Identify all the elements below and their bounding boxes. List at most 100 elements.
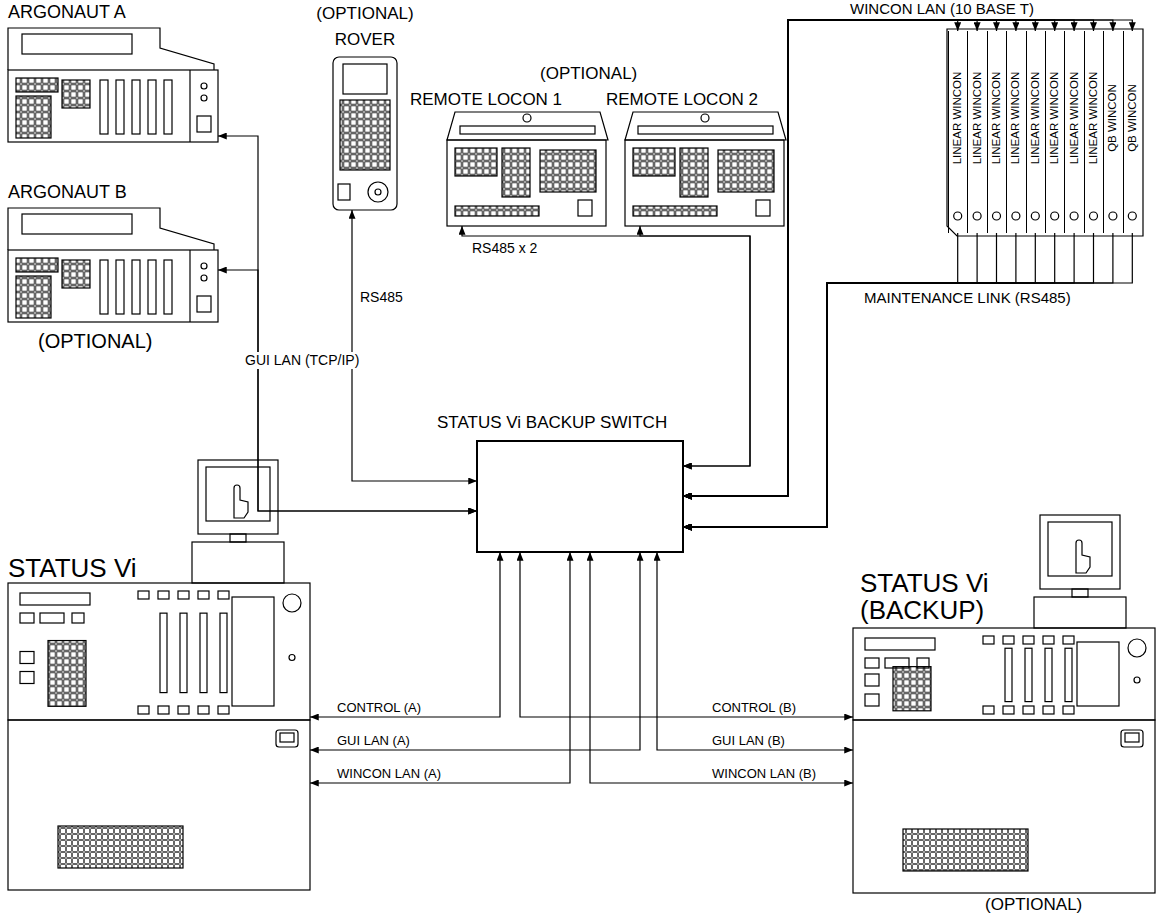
console-node: ARGONAUT B(OPTIONAL) [8, 208, 218, 322]
connector [218, 270, 477, 511]
node-title: LINEAR WINCON [1049, 72, 1062, 165]
card-led [973, 212, 981, 220]
keyboard [58, 826, 183, 868]
monitor-screen [206, 467, 270, 521]
console-button [983, 706, 994, 714]
console-button [198, 706, 209, 714]
node-title: ARGONAUT A [8, 2, 126, 23]
locon-node: REMOTE LOCON 2 [625, 112, 784, 226]
console-fader [220, 613, 227, 692]
console-keypad [48, 641, 86, 707]
console-button [865, 658, 879, 668]
console-fader [1065, 648, 1072, 701]
monitor-screen [1048, 522, 1112, 576]
connector-label: CONTROL (B) [710, 700, 798, 716]
node-title: LINEAR WINCON [1068, 72, 1081, 165]
console-button [1063, 706, 1074, 714]
console-fader [1005, 648, 1012, 701]
console-button [865, 694, 879, 706]
console-trackpad [1077, 642, 1119, 706]
wincon-card: LINEAR WINCON [1064, 31, 1083, 233]
console-fader [1045, 648, 1052, 701]
rover-node: (OPTIONAL) ROVER [333, 57, 397, 210]
monitor-stand [1072, 589, 1088, 597]
card-led [1031, 212, 1039, 220]
connector [683, 233, 997, 527]
argonaut-console [8, 208, 218, 322]
connector-label: CONTROL (A) [335, 700, 423, 716]
console-button [138, 706, 149, 714]
console-node: ARGONAUT A [8, 28, 218, 142]
connector [683, 233, 1074, 527]
connector [218, 136, 477, 511]
console-node: STATUS Vi [8, 583, 310, 890]
node-title: (OPTIONAL) ROVER [315, 1, 415, 53]
node-title: LINEAR WINCON [952, 72, 965, 165]
connector [683, 233, 1094, 527]
hand-icon [234, 485, 248, 518]
console-button [158, 591, 169, 599]
connector [683, 233, 1055, 527]
connector [352, 210, 477, 481]
console-icon [276, 730, 298, 747]
console-button [218, 706, 229, 714]
console-button [20, 613, 34, 623]
monitor [198, 460, 278, 534]
console-fader [200, 613, 207, 692]
connector [683, 233, 1035, 527]
console-knob [283, 594, 301, 612]
console-button [158, 706, 169, 714]
connector-label: RS485 x 2 [470, 240, 539, 257]
connector-label: WINCON LAN (A) [335, 766, 443, 782]
wincon-card: LINEAR WINCON [1026, 31, 1045, 233]
card-led [1012, 212, 1020, 220]
connector-label: GUI LAN (TCP/IP) [243, 352, 361, 369]
console-button [1043, 706, 1054, 714]
console-button [178, 591, 189, 599]
node-title: LINEAR WINCON [1029, 72, 1042, 165]
connector-label: RS485 [358, 289, 405, 306]
console-button [198, 591, 209, 599]
note-label: (OPTIONAL) [540, 64, 637, 84]
console-button [20, 672, 34, 684]
console-upper [8, 583, 310, 720]
hand-icon [1076, 540, 1090, 573]
connector [590, 552, 853, 783]
console-fader [1025, 648, 1032, 701]
node-title: LINEAR WINCON [990, 72, 1003, 165]
monitor [1040, 515, 1120, 589]
node-title: LINEAR WINCON [1010, 72, 1023, 165]
card-led [993, 212, 1001, 220]
wincon-card: QB WINCON [1123, 31, 1142, 233]
console-button [20, 652, 34, 664]
node-title: REMOTE LOCON 1 [410, 90, 562, 110]
console-fader [180, 613, 187, 692]
console-button [40, 613, 64, 623]
wincon-card: LINEAR WINCON [1045, 31, 1064, 233]
console-icon [1121, 730, 1143, 747]
card-led [954, 212, 962, 220]
connector-label: WINCON LAN (B) [710, 766, 818, 782]
locon-console [625, 112, 786, 226]
monitor-base [192, 542, 284, 583]
locon-console [447, 112, 608, 226]
console-lower [853, 720, 1155, 893]
connector [657, 552, 853, 750]
node-title: LINEAR WINCON [971, 72, 984, 165]
card-led [1070, 212, 1078, 220]
console-display [20, 593, 90, 605]
argonaut-console [8, 28, 218, 142]
connector [310, 552, 500, 717]
console-button [1023, 706, 1034, 714]
console-button [72, 613, 84, 623]
node-title: QB WINCON [1126, 84, 1139, 152]
switch-node: STATUS Vi BACKUP SWITCH [477, 441, 683, 552]
node-title: STATUS Vi [8, 554, 137, 584]
card-led [1128, 212, 1136, 220]
rover-handheld [333, 57, 397, 210]
node-note: (OPTIONAL) [985, 895, 1082, 915]
connector [310, 552, 570, 783]
console-trackpad [232, 597, 274, 706]
